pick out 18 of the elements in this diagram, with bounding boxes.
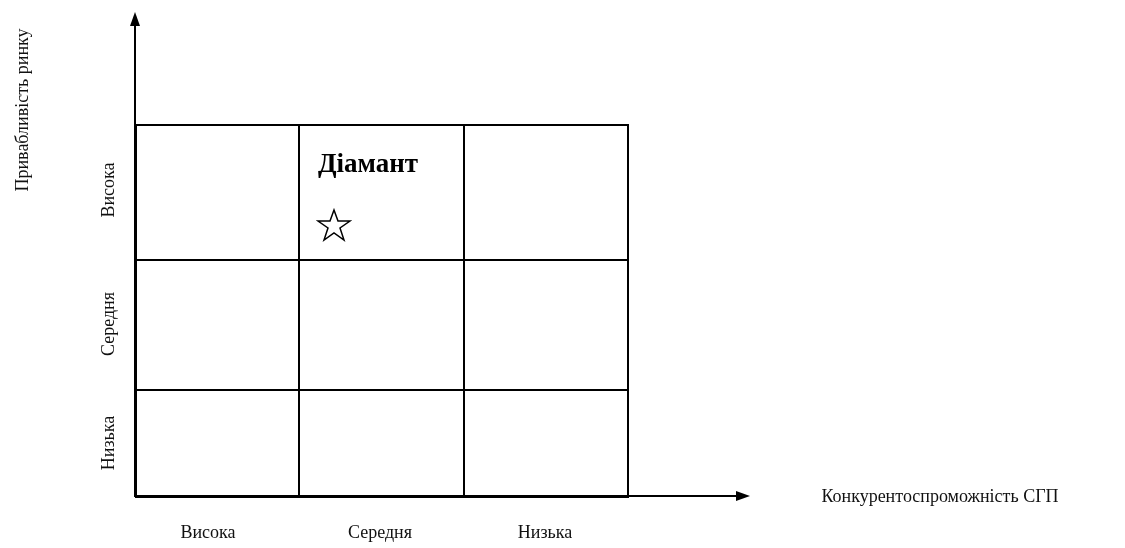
matrix-cell bbox=[300, 124, 465, 261]
matrix-cell bbox=[465, 391, 629, 498]
matrix-cell bbox=[135, 391, 300, 498]
axis-title: Конкурентоспроможність СГП bbox=[821, 485, 1059, 507]
column-label: Середня bbox=[348, 522, 412, 543]
matrix-cell bbox=[300, 391, 465, 498]
matrix-cell bbox=[465, 261, 629, 391]
matrix-cell bbox=[135, 261, 300, 391]
cell-title: Діамант bbox=[318, 148, 419, 179]
matrix-cell bbox=[465, 124, 629, 261]
axis-title: Привабливість ринку bbox=[11, 28, 33, 192]
column-label: Висока bbox=[180, 522, 236, 543]
row-label: Низька bbox=[97, 415, 119, 471]
row-label: Середня bbox=[97, 292, 119, 356]
matrix-cell bbox=[135, 124, 300, 261]
matrix-cell bbox=[300, 261, 465, 391]
column-label: Низька bbox=[517, 522, 573, 543]
row-label: Висока bbox=[97, 162, 119, 218]
